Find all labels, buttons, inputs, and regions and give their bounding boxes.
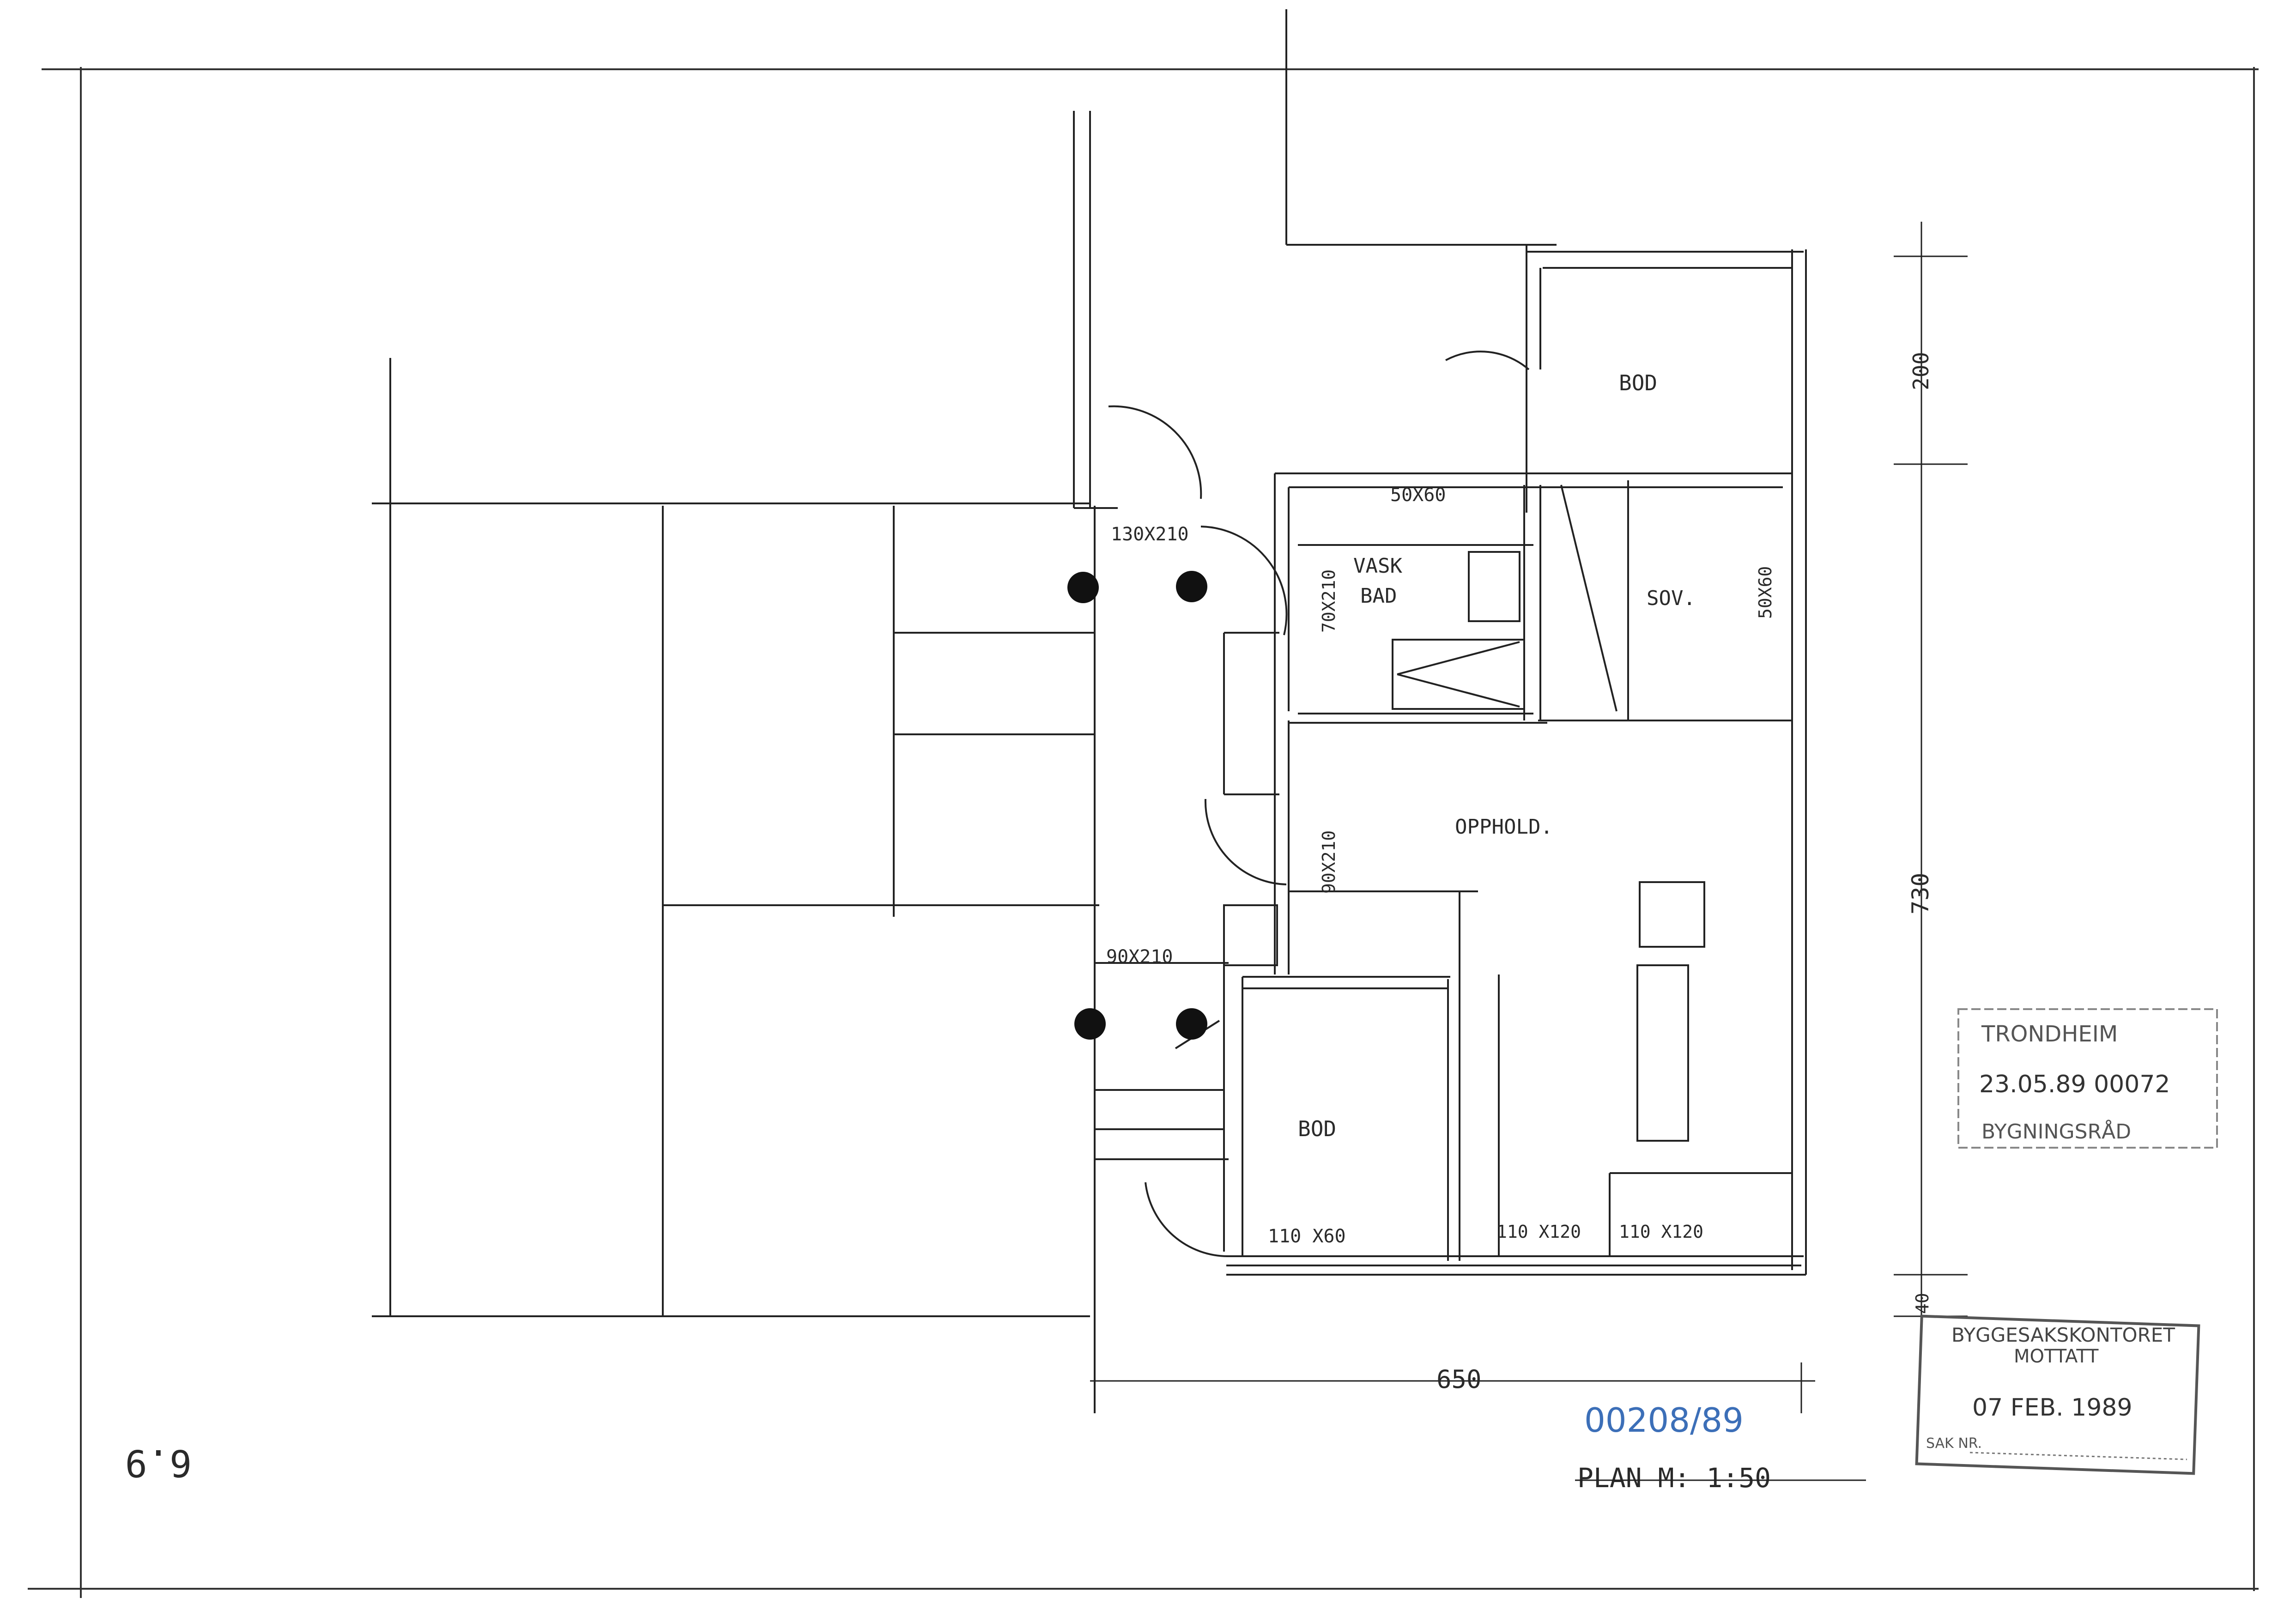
marker-dot [1074,1008,1106,1040]
label-window-50x60-sov: 50X60 [1755,566,1775,619]
stamp-trondheim-footer: BYGNINGSRÅD [1981,1119,2131,1144]
door-swings [1108,351,1530,1258]
dim-depth-lower: 40 [1912,1293,1933,1314]
stamp-trondheim: TRONDHEIM 23.05.89 00072 BYGNINGSRÅD [1957,1008,2218,1149]
label-door-130x210: 130X210 [1111,524,1189,545]
room-label-bod-upper: BOD [1619,370,1657,395]
neighbour-building [372,358,1099,1317]
stamp-byggesak-date: 07 FEB. 1989 [1972,1394,2132,1422]
label-door-90x210-b: 90X210 [1106,946,1173,968]
stamp-trondheim-title: TRONDHEIM [1981,1021,2118,1047]
room-label-sov: SOV. [1647,587,1696,610]
case-number: 00208/89 [1584,1401,1744,1440]
room-label-opphold: OPPHOLD. [1455,815,1553,839]
stamp-byggesak: BYGGESAKSKONTORET MOTTATT 07 FEB. 1989 S… [1915,1314,2200,1475]
dimension-lines [1090,222,1968,1413]
marker-dot [1176,571,1207,602]
dimension-labels: 650 730 200 40 [1436,352,1934,1394]
opening-labels: 130X210 50X60 70X210 50X60 90X210 90X210… [1106,484,1775,1247]
label-door-70x210: 70X210 [1319,569,1339,633]
marker-dot [1067,572,1099,603]
room-label-bod-lower: BOD [1298,1116,1336,1141]
label-door-90x210-a: 90X210 [1319,830,1339,894]
dim-depth-total: 730 [1907,873,1934,914]
building-walls [1073,9,1807,1413]
stamp-byggesak-title: BYGGESAKSKONTORET [1951,1324,2175,1346]
marker-dot [1176,1008,1207,1040]
room-labels: BOD SOV. VASK BAD OPPHOLD. BOD [1298,370,1696,1141]
margin-note: 6.9 [125,1441,192,1484]
room-label-vask: VASK [1353,554,1402,578]
label-window-110x60: 110 X60 [1268,1226,1346,1247]
label-window-110x120-b: 110 X120 [1619,1222,1703,1242]
plan-scale-label: PLAN M: 1:50 [1577,1462,1771,1494]
room-label-bad: BAD [1360,584,1397,608]
marker-dots [1067,571,1207,1040]
stamp-byggesak-case-label: SAK NR. [1926,1435,1982,1452]
dim-depth-upper: 200 [1908,352,1933,390]
dim-width: 650 [1436,1365,1482,1394]
label-window-50x60: 50X60 [1390,484,1446,506]
page-border [28,67,2259,1598]
label-window-110x120-a: 110 X120 [1496,1222,1581,1242]
stamp-byggesak-subtitle: MOTTATT [2014,1346,2099,1367]
stamp-trondheim-date: 23.05.89 00072 [1979,1071,2170,1098]
